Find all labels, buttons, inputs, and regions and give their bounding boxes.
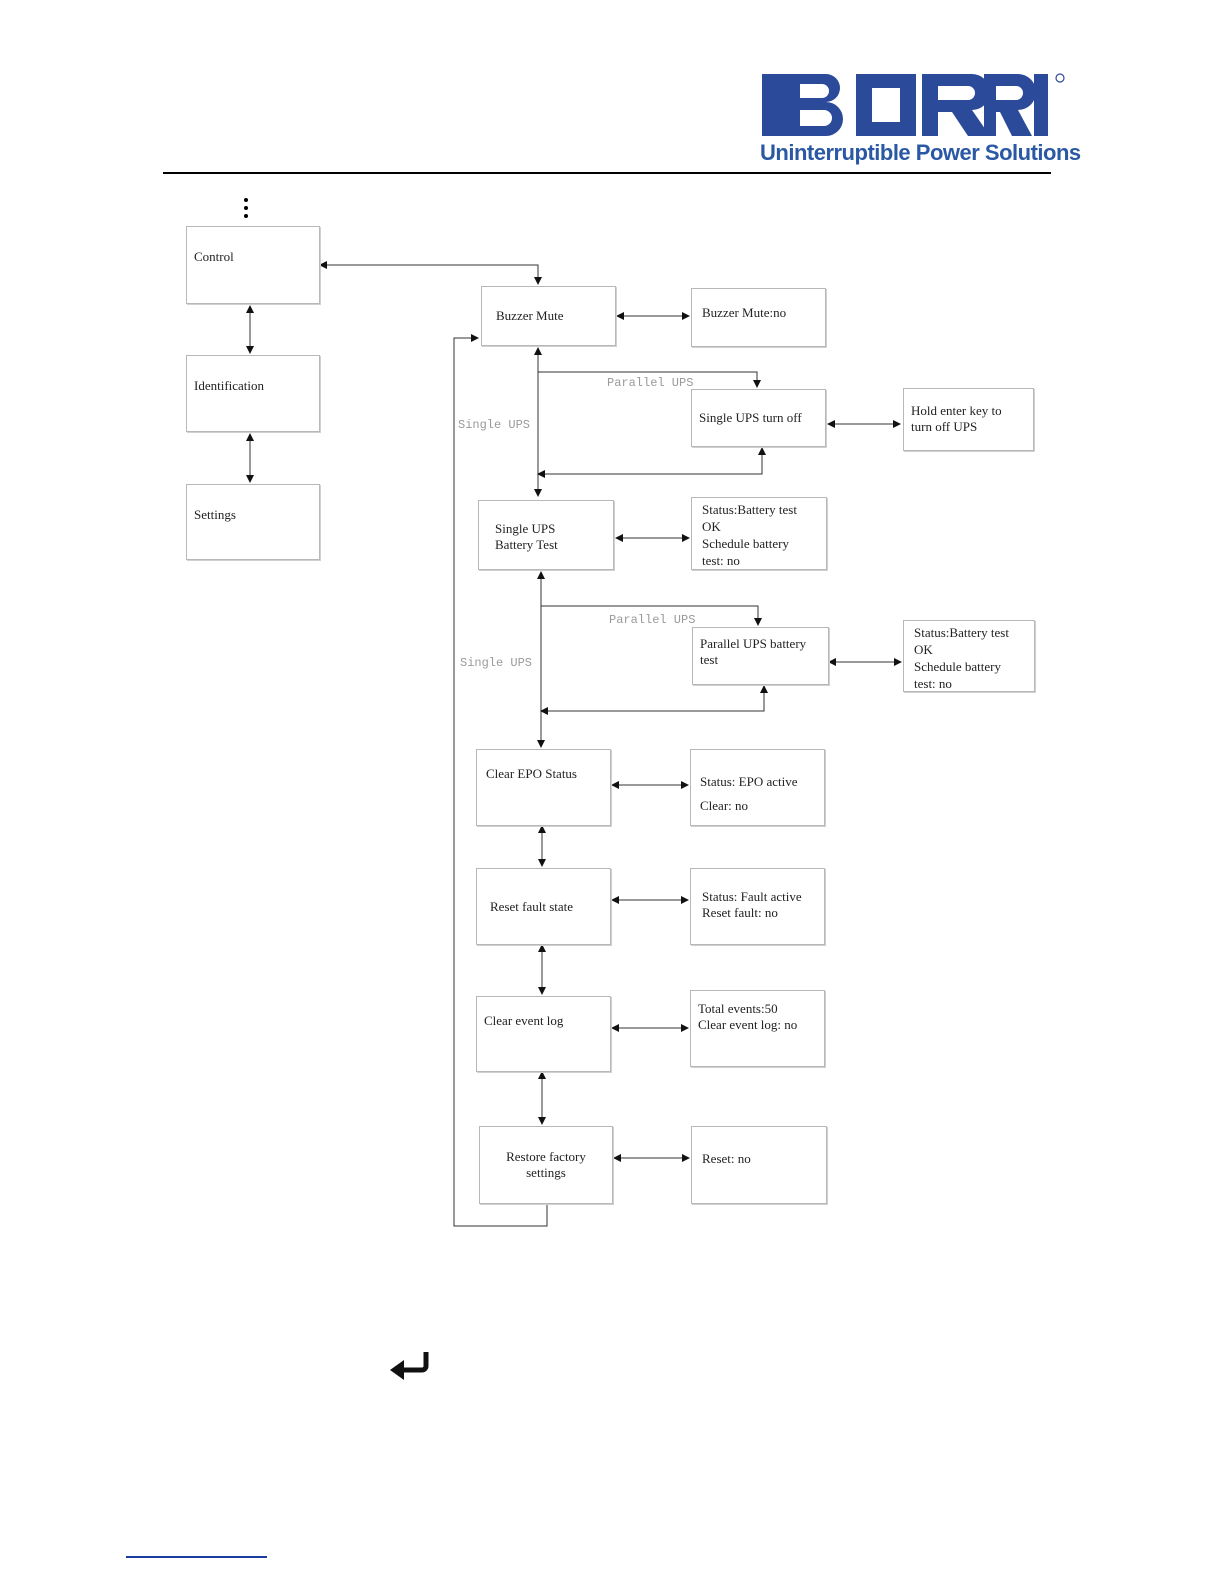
clear-epo-value-line-2: Clear: no [700, 798, 749, 813]
reset-fault-value-line-1: Status: Fault active [702, 889, 802, 904]
clear-epo-node[interactable]: Clear EPO Status [476, 749, 611, 826]
continuation-dots [244, 198, 250, 224]
logo-tagline: Uninterruptible Power Solutions [760, 140, 1081, 165]
reset-fault-value: Status: Fault active Reset fault: no [690, 868, 825, 945]
reset-fault-node[interactable]: Reset fault state [476, 868, 611, 945]
parallel-battery-test-node[interactable]: Parallel UPS battery test [692, 627, 829, 685]
parallel-battery-status-line-1: Status:Battery test [914, 625, 1009, 640]
restore-factory-line-2: settings [526, 1165, 566, 1180]
menu-control-label: Control [194, 249, 234, 264]
reset-fault-value-line-2: Reset fault: no [702, 905, 778, 920]
branch-label-single-1: Single UPS [458, 418, 531, 432]
branch-label-parallel-1: Parallel UPS [607, 376, 694, 390]
restore-factory-node[interactable]: Restore factory settings [479, 1126, 613, 1204]
single-battery-status-line-3: Schedule battery [702, 536, 789, 551]
parallel-battery-status: Status:Battery test OK Schedule battery … [903, 620, 1035, 692]
menu-identification[interactable]: Identification [186, 355, 320, 432]
enter-key-icon [390, 1352, 429, 1380]
buzzer-mute-node[interactable]: Buzzer Mute [481, 286, 616, 346]
branch-label-single-2: Single UPS [460, 656, 533, 670]
menu-control[interactable]: Control [186, 226, 320, 304]
buzzer-mute-value: Buzzer Mute:no [691, 288, 826, 347]
clear-epo-label: Clear EPO Status [486, 766, 577, 781]
clear-event-log-node[interactable]: Clear event log [476, 996, 611, 1072]
single-battery-status-line-4: test: no [702, 553, 740, 568]
menu-settings[interactable]: Settings [186, 484, 320, 560]
restore-factory-value: Reset: no [691, 1126, 827, 1204]
single-battery-status-line-2: OK [702, 519, 721, 534]
single-ups-turn-off-label: Single UPS turn off [699, 410, 802, 425]
reset-fault-label: Reset fault state [490, 898, 574, 914]
single-battery-test-node[interactable]: Single UPS Battery Test [478, 500, 614, 570]
branch-label-parallel-2: Parallel UPS [609, 613, 696, 627]
single-battery-test-line-2: Battery Test [495, 537, 558, 552]
parallel-battery-status-line-2: OK [914, 642, 933, 657]
single-battery-status: Status:Battery test OK Schedule battery … [691, 497, 827, 570]
restore-factory-line-1: Restore factory [506, 1149, 586, 1164]
parallel-battery-status-line-4: test: no [914, 676, 952, 691]
clear-epo-value-line-1: Status: EPO active [700, 774, 798, 789]
single-battery-status-line-1: Status:Battery test [702, 502, 797, 517]
header-rule [163, 172, 1051, 174]
menu-identification-label: Identification [194, 378, 265, 393]
turn-off-hint: Hold enter key to turn off UPS [903, 388, 1034, 451]
clear-event-log-value-line-2: Clear event log: no [698, 1017, 798, 1032]
buzzer-mute-label: Buzzer Mute [496, 308, 564, 323]
clear-epo-value: Status: EPO active Clear: no [690, 749, 825, 826]
footer-link-underline[interactable] [126, 1556, 267, 1558]
buzzer-mute-value-label: Buzzer Mute:no [702, 305, 787, 320]
turn-off-hint-line-2: turn off UPS [911, 419, 978, 434]
parallel-battery-status-line-3: Schedule battery [914, 659, 1001, 674]
parallel-battery-test-line-1: Parallel UPS battery [700, 636, 807, 651]
restore-factory-value-label: Reset: no [702, 1151, 751, 1166]
single-ups-turn-off-node[interactable]: Single UPS turn off [691, 389, 826, 447]
clear-event-log-label: Clear event log [484, 1013, 564, 1028]
menu-settings-label: Settings [194, 507, 236, 522]
single-battery-test-line-1: Single UPS [495, 521, 556, 536]
turn-off-hint-line-1: Hold enter key to [911, 403, 1002, 418]
parallel-battery-test-line-2: test [700, 652, 719, 667]
clear-event-log-value: Total events:50 Clear event log: no [690, 990, 825, 1067]
borri-logo [762, 73, 1065, 136]
clear-event-log-value-line-1: Total events:50 [698, 1001, 778, 1016]
